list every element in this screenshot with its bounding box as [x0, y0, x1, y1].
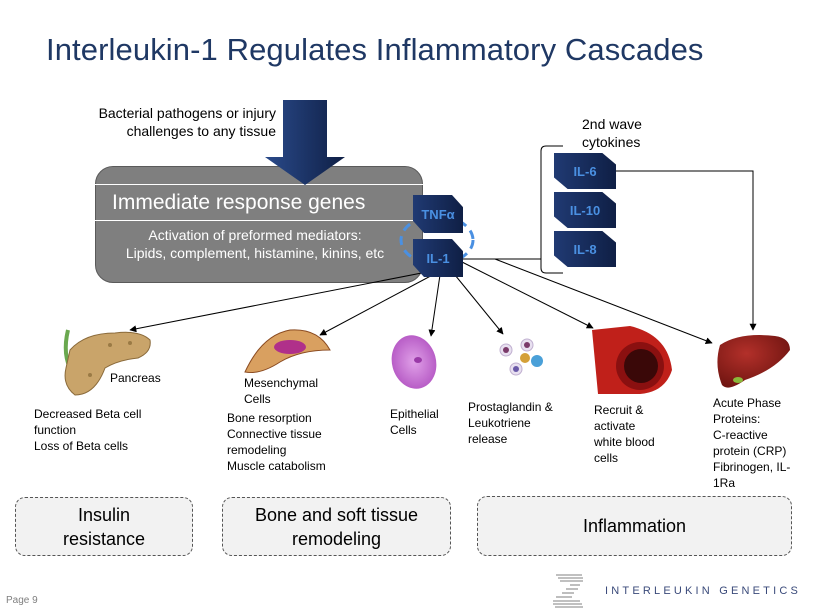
il6-to-liver-connector [615, 170, 757, 331]
epithelial-cell-image [391, 335, 437, 389]
slide-title: Interleukin-1 Regulates Inflammatory Cas… [46, 32, 704, 67]
outcome-line: Bone and soft tissue [254, 504, 419, 525]
outcome-inflammation: Inflammation [477, 496, 792, 556]
cytokine-label: IL-10 [569, 202, 601, 218]
effect-line: Prostaglandin & [468, 400, 553, 414]
il1-to-epithelial-arrow [428, 274, 441, 337]
white-cells-image [499, 338, 543, 376]
second-wave-label-line: 2nd wave [582, 116, 642, 132]
immediate-response-box [95, 166, 423, 283]
pancreas-label: Pancreas [110, 371, 161, 385]
liver-image [717, 335, 790, 388]
brand-logo-icon [553, 574, 583, 608]
big-down-arrow [265, 100, 345, 185]
epithelial-label: Epithelial Cells [390, 406, 439, 438]
label-line: Epithelial [390, 407, 439, 421]
effect-line: Recruit & [594, 403, 644, 417]
effect-line: function [34, 423, 77, 437]
pancreas-image [63, 329, 151, 396]
cytokine-label: IL-1 [426, 250, 450, 266]
second-wave-label: 2nd wave cytokines [582, 115, 642, 151]
brand-name: INTERLEUKIN GENETICS [605, 585, 802, 597]
outcome-line: remodeling [291, 528, 382, 549]
cytokine-chip-il1: IL-1 [413, 239, 463, 277]
second-wave-label-line: cytokines [582, 134, 641, 150]
il1-to-liver-arrow [494, 258, 713, 344]
il1-to-prostaglandin-arrow [454, 274, 504, 335]
effect-line: white blood [594, 435, 655, 449]
mesenchymal-cell-image [244, 329, 331, 373]
mesenchymal-label: Mesenchymal Cells [244, 375, 318, 407]
cytokine-chip-il6: IL-6 [554, 153, 616, 189]
outcome-bone-remodeling: Bone and soft tissue remodeling [222, 497, 451, 556]
gene-box-subtitle: Activation of preformed mediators: Lipid… [100, 226, 410, 262]
second-wave-bracket [540, 145, 563, 274]
trigger-text: Bacterial pathogens or injury challenges… [60, 104, 276, 140]
gene-box-title: Immediate response genes [112, 191, 366, 214]
cytokine-label: TNFα [421, 206, 455, 222]
cytokine-chip-tnfa: TNFα [413, 195, 463, 233]
label-line: Mesenchymal [244, 376, 319, 390]
cytokine-label: IL-6 [573, 163, 597, 179]
trigger-line: Bacterial pathogens or injury [98, 105, 276, 121]
effect-line: activate [594, 419, 636, 433]
effect-line: Leukotriene [468, 416, 531, 430]
cytokine-chip-il10: IL-10 [554, 192, 616, 228]
effect-line: remodeling [227, 443, 287, 457]
trigger-line: challenges to any tissue [126, 123, 276, 139]
effect-line: Muscle catabolism [227, 459, 326, 473]
effect-line: C-reactive [713, 428, 768, 442]
prostaglandin-effects: Prostaglandin & Leukotriene release [468, 399, 553, 447]
outcome-line: resistance [62, 528, 146, 549]
blood-vessel-image [592, 326, 672, 394]
mesenchymal-effects: Bone resorption Connective tissue remode… [227, 410, 326, 474]
outcome-line: Insulin [77, 504, 130, 525]
effect-line: Fibrinogen, IL- [713, 460, 791, 474]
effect-line: cells [594, 451, 619, 465]
effect-line: Loss of Beta cells [34, 439, 129, 453]
effect-line: Acute Phase [713, 396, 782, 410]
label-line: Cells [244, 392, 271, 406]
vessel-effects: Recruit & activate white blood cells [594, 402, 655, 466]
cytokine-chip-il8: IL-8 [554, 231, 616, 267]
gene-box-divider [95, 184, 423, 185]
effect-line: release [468, 432, 508, 446]
outcome-insulin-resistance: Insulin resistance [15, 497, 193, 556]
page-label: Page [6, 595, 30, 606]
effect-line: Decreased Beta cell [34, 407, 142, 421]
liver-effects: Acute Phase Proteins: C-reactive protein… [713, 395, 790, 491]
il1-to-pancreas-arrow [129, 269, 438, 333]
effect-line: 1Ra [713, 476, 736, 490]
label-line: Cells [390, 423, 417, 437]
effect-line: Connective tissue [227, 427, 322, 441]
gene-box-subtitle-line: Activation of preformed mediators: [148, 227, 362, 243]
pancreas-effects: Decreased Beta cell function Loss of Bet… [34, 406, 141, 454]
il1-to-vessel-arrow [461, 261, 594, 329]
page-number: Page 9 [6, 595, 38, 606]
gene-box-divider [95, 220, 423, 221]
page-number-value: 9 [32, 595, 38, 606]
effect-line: protein (CRP) [713, 444, 787, 458]
cytokine-label: IL-8 [573, 241, 597, 257]
il1-to-mesenchymal-arrow [319, 270, 441, 336]
effect-line: Proteins: [713, 412, 761, 426]
effect-line: Bone resorption [227, 411, 312, 425]
outcome-line: Inflammation [582, 516, 687, 536]
gene-box-subtitle-line: Lipids, complement, histamine, kinins, e… [125, 245, 385, 261]
